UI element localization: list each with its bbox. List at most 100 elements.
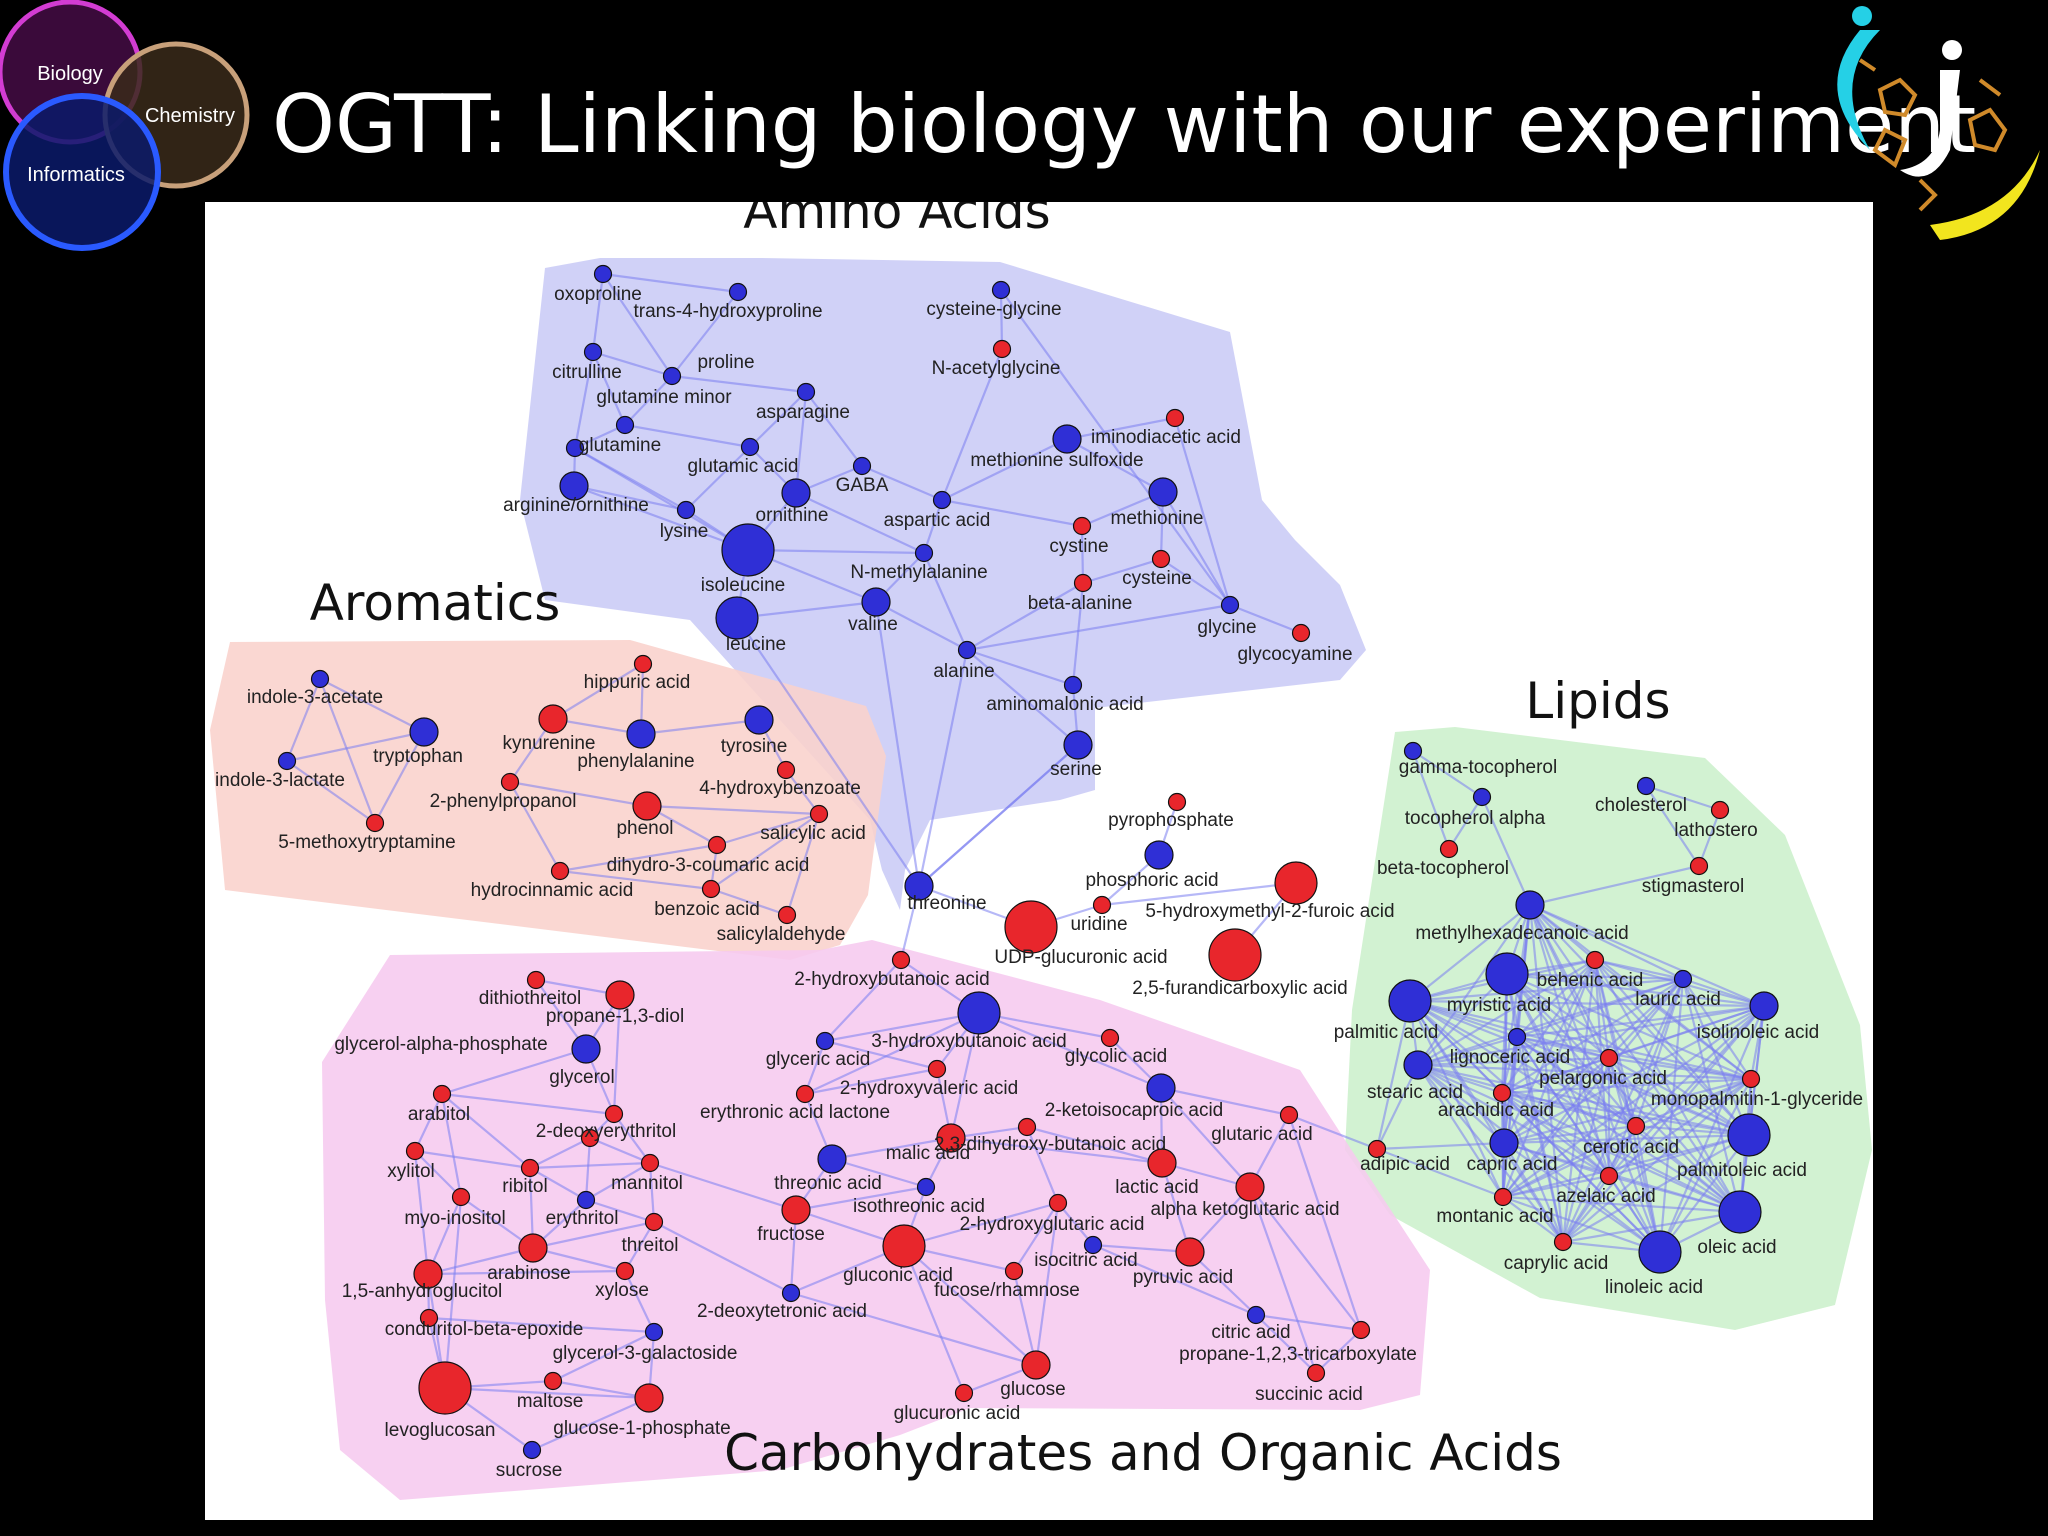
arachidic-node[interactable] [1492,1083,1512,1103]
glycerol-node[interactable] [604,1104,624,1124]
mannitol-node[interactable] [640,1153,660,1173]
n-acetylglycine-node[interactable] [992,339,1012,359]
citric-node[interactable] [1246,1305,1266,1325]
salicylaldehyde-node[interactable] [777,905,797,925]
deoxyerythritol-node[interactable] [580,1128,600,1148]
sucrose-node[interactable] [522,1440,542,1460]
cystine-node[interactable] [1072,516,1092,536]
glutamic-acid-node[interactable] [740,437,760,457]
tricarboxylate-node[interactable] [1351,1320,1371,1340]
uridine-node[interactable] [1092,895,1112,915]
cerotic-node[interactable] [1626,1116,1646,1136]
proline-node[interactable] [662,366,682,386]
ketoisocaproic-node[interactable] [1146,1073,1176,1103]
threonine-node[interactable] [904,871,934,901]
phenol-node[interactable] [632,791,662,821]
pyruvic-node[interactable] [1175,1237,1205,1267]
valine-node[interactable] [861,587,891,617]
methoxytryptamine-node[interactable] [365,813,385,833]
levoglucosan-node[interactable] [418,1361,472,1415]
isolinoleic-node[interactable] [1749,991,1779,1021]
gamma-tocopherol-node[interactable] [1403,741,1423,761]
arabitol-node[interactable] [432,1084,452,1104]
tyrosine-node[interactable] [744,705,774,735]
phenylpropanol-node[interactable] [500,772,520,792]
hmf-furoic-node[interactable] [1274,861,1318,905]
galactoside-node[interactable] [644,1322,664,1342]
hydroxybutanoic2-node[interactable] [891,950,911,970]
cysteine-glycine-node[interactable] [991,280,1011,300]
dihydrocoumaric-node[interactable] [707,835,727,855]
palmitoleic-node[interactable] [1727,1113,1771,1157]
malic-node[interactable] [936,1123,966,1153]
hydroxyvaleric-node[interactable] [927,1059,947,1079]
cholesterol-node[interactable] [1636,776,1656,796]
glutamine-node[interactable] [565,438,585,458]
hydroxyglutaric-node[interactable] [1048,1193,1068,1213]
kynurenine-node[interactable] [538,704,568,734]
palmitic-node[interactable] [1388,979,1432,1023]
anhydroglucitol-node[interactable] [413,1259,443,1289]
lysine-node[interactable] [676,500,696,520]
n-methylalanine-node[interactable] [914,543,934,563]
monopalmitin-node[interactable] [1741,1069,1761,1089]
glycocyamine-node[interactable] [1291,623,1311,643]
glycerol-phosphate-node[interactable] [571,1034,601,1064]
succinic-node[interactable] [1306,1363,1326,1383]
hippuric-node[interactable] [633,654,653,674]
glycine-node[interactable] [1220,595,1240,615]
alpha-ketoglutaric-node[interactable] [1235,1172,1265,1202]
beta-tocopherol-node[interactable] [1439,839,1459,859]
hydrocinnamic-node[interactable] [550,861,570,881]
indole-lactate-node[interactable] [277,751,297,771]
leucine-node[interactable] [715,596,759,640]
fucose-node[interactable] [1004,1261,1024,1281]
xylitol-node[interactable] [405,1141,425,1161]
dihydroxybutanoic-node[interactable] [1017,1117,1037,1137]
aspartic-node[interactable] [932,490,952,510]
conduritol-node[interactable] [419,1308,439,1328]
lauric-node[interactable] [1673,969,1693,989]
aminomalonic-node[interactable] [1063,675,1083,695]
udp-glucuronic-node[interactable] [1004,900,1058,954]
erythronic-lactone-node[interactable] [795,1084,815,1104]
methionine-sulfoxide-node[interactable] [1052,424,1082,454]
methionine-node[interactable] [1148,477,1178,507]
adipic-node[interactable] [1367,1139,1387,1159]
hydroxybutanoic3-node[interactable] [957,991,1001,1035]
furandicarboxylic-node[interactable] [1208,928,1262,982]
methylhexadecanoic-node[interactable] [1515,890,1545,920]
glucose-node[interactable] [1021,1350,1051,1380]
glycolic-node[interactable] [1100,1028,1120,1048]
caprylic-node[interactable] [1553,1232,1573,1252]
fructose-node[interactable] [781,1195,811,1225]
ornithine-node[interactable] [781,478,811,508]
tocopherol-alpha-node[interactable] [1472,787,1492,807]
lactic-node[interactable] [1147,1148,1177,1178]
cysteine-node[interactable] [1151,549,1171,569]
oleic-node[interactable] [1718,1190,1762,1234]
asparagine-node[interactable] [796,382,816,402]
tryptophan-node[interactable] [409,717,439,747]
glucuronic-node[interactable] [954,1383,974,1403]
deoxytetronic-node[interactable] [781,1283,801,1303]
indole-acetate-node[interactable] [310,669,330,689]
lignoceric-node[interactable] [1507,1027,1527,1047]
citrulline-node[interactable] [583,342,603,362]
threonic-node[interactable] [817,1144,847,1174]
glutaric-node[interactable] [1279,1105,1299,1125]
hydroxyproline-node[interactable] [728,282,748,302]
propanediol-node[interactable] [605,980,635,1010]
myoinositol-node[interactable] [451,1187,471,1207]
capric-node[interactable] [1489,1128,1519,1158]
pyrophosphate-node[interactable] [1167,792,1187,812]
glyceric-node[interactable] [815,1031,835,1051]
arginine-node[interactable] [559,471,589,501]
lathostero-node[interactable] [1710,800,1730,820]
phosphoric-node[interactable] [1144,840,1174,870]
erythritol-node[interactable] [576,1190,596,1210]
behenic-node[interactable] [1485,952,1529,996]
stearic-node[interactable] [1403,1050,1433,1080]
dithiothreitol-node[interactable] [526,970,546,990]
beta-alanine-node[interactable] [1073,573,1093,593]
